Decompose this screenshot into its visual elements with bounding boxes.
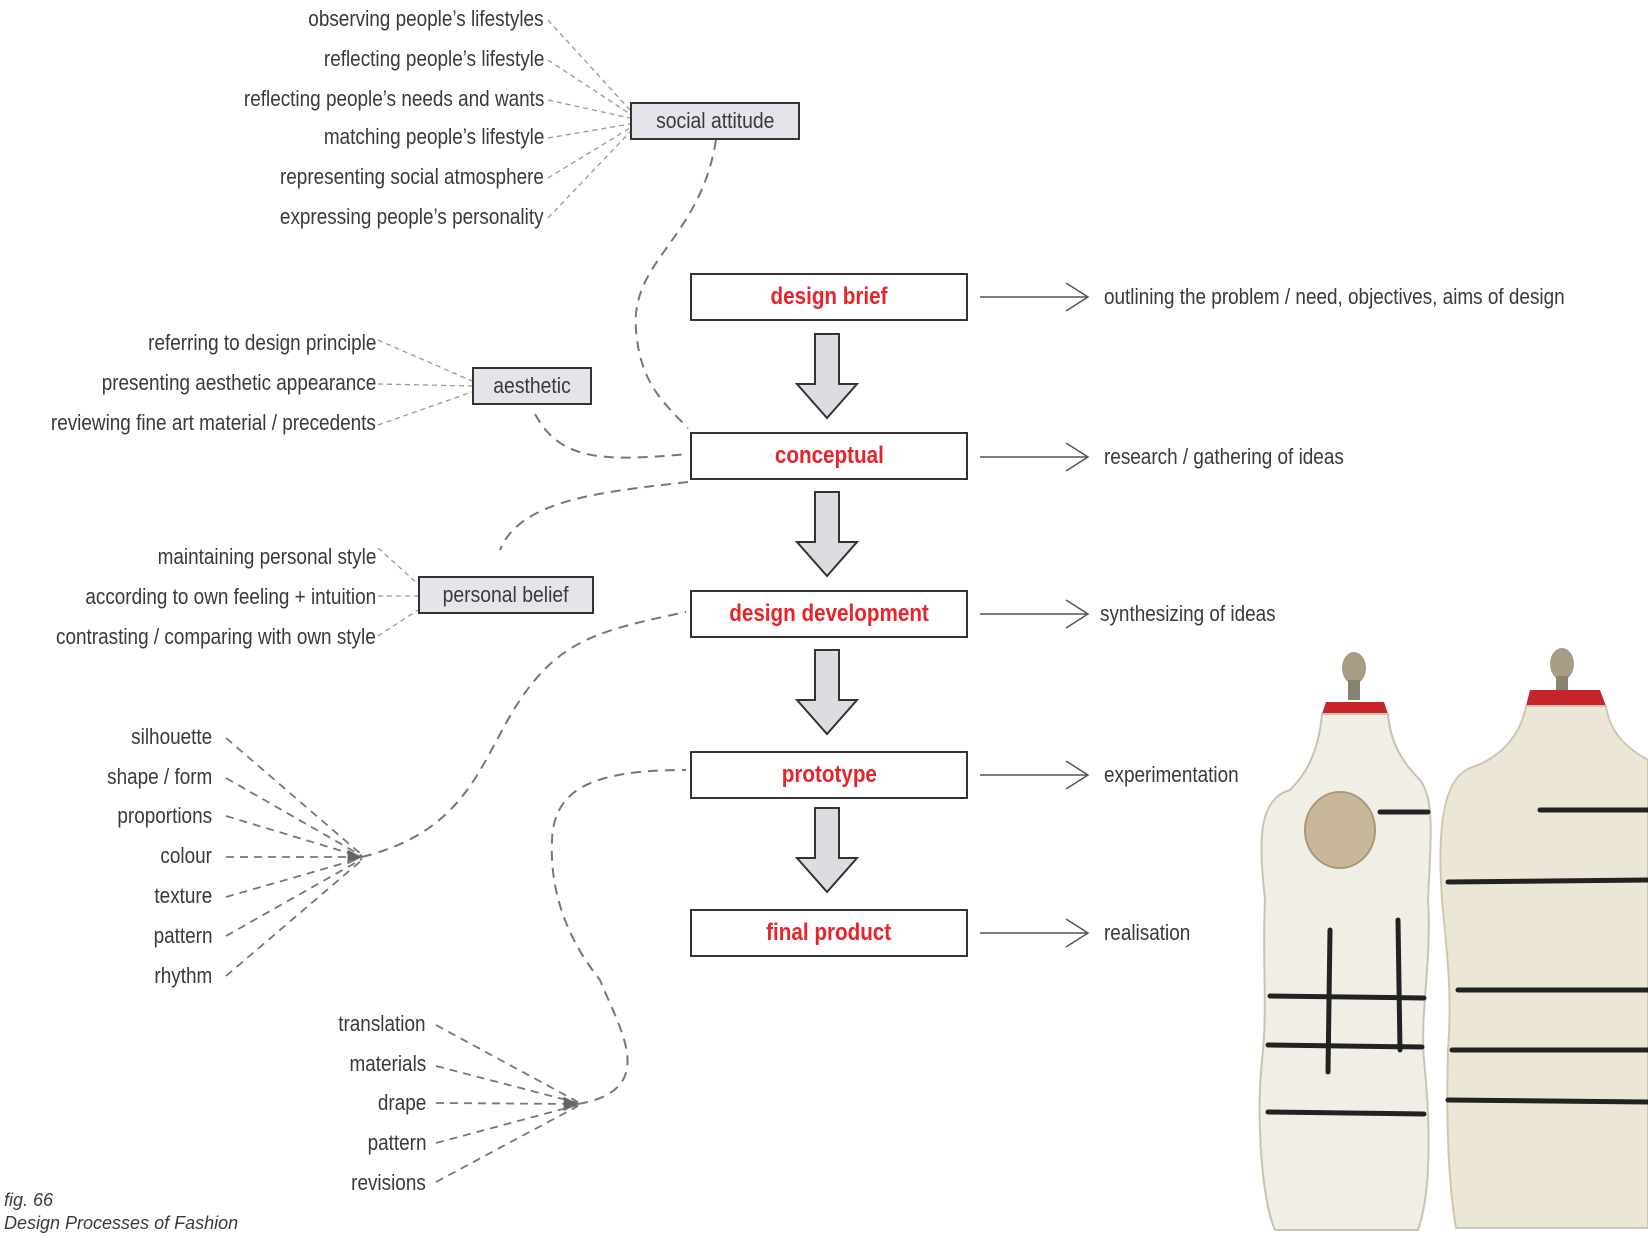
mannequin-back: [1439, 648, 1648, 1229]
aesthetic-item: referring to design principle: [147, 330, 376, 355]
personal-item: contrasting / comparing with own style: [56, 624, 376, 649]
step-description: realisation: [1104, 920, 1191, 945]
mannequins-illustration: [1258, 648, 1648, 1231]
element-item: silhouette: [130, 724, 212, 749]
figure-title: Design Processes of Fashion: [4, 1213, 239, 1233]
element-item: colour: [160, 843, 212, 868]
step-conceptual: conceptual: [690, 432, 968, 480]
social-item: matching people’s lifestyle: [323, 124, 544, 149]
curved-connectors: [361, 139, 717, 1105]
social-item: reflecting people’s lifestyle: [323, 46, 544, 71]
flow-arrow-4: [794, 807, 860, 894]
process-item: pattern: [367, 1130, 426, 1155]
step-description: experimentation: [1104, 762, 1239, 787]
step-design-brief: design brief: [690, 273, 968, 321]
step-description: outlining the problem / need, objectives…: [1104, 284, 1565, 309]
step-final-product: final product: [690, 909, 968, 957]
elements-connectors: [225, 737, 363, 977]
flow-arrow-2: [794, 491, 860, 578]
step-prototype: prototype: [690, 751, 968, 799]
desc-arrows: [980, 282, 1090, 948]
aesthetic-item: presenting aesthetic appearance: [101, 370, 376, 395]
personal-item: maintaining personal style: [157, 544, 376, 569]
social-item: observing people’s lifestyles: [308, 6, 544, 31]
social-item: reflecting people’s needs and wants: [243, 86, 544, 111]
social-connectors: [547, 19, 631, 219]
social-item: expressing people’s personality: [280, 204, 544, 229]
process-item: translation: [338, 1011, 426, 1036]
process-item: revisions: [351, 1170, 426, 1195]
figure-number: fig. 66: [4, 1190, 54, 1210]
element-item: texture: [154, 883, 212, 908]
flow-arrow-1: [794, 333, 860, 420]
element-item: proportions: [117, 803, 212, 828]
personal-connectors: [377, 547, 419, 637]
element-item: shape / form: [106, 764, 212, 789]
aesthetic-item: reviewing fine art material / precedents: [51, 410, 376, 435]
processes-connectors: [435, 1024, 579, 1183]
personal-belief-box: personal belief: [418, 576, 594, 614]
step-description: synthesizing of ideas: [1100, 601, 1276, 626]
flow-arrows: [794, 333, 860, 894]
social-item: representing social atmosphere: [280, 164, 544, 189]
aesthetic-box: aesthetic: [472, 367, 592, 405]
mannequin-side: [1258, 652, 1432, 1231]
process-item: materials: [349, 1051, 426, 1076]
personal-item: according to own feeling + intuition: [85, 584, 376, 609]
process-item: drape: [377, 1090, 426, 1115]
aesthetic-connectors: [377, 339, 473, 426]
flow-arrow-3: [794, 649, 860, 736]
element-item: rhythm: [154, 963, 212, 988]
social-attitude-box: social attitude: [630, 102, 800, 140]
element-item: pattern: [153, 923, 212, 948]
step-description: research / gathering of ideas: [1104, 444, 1344, 469]
step-design-development: design development: [690, 590, 968, 638]
